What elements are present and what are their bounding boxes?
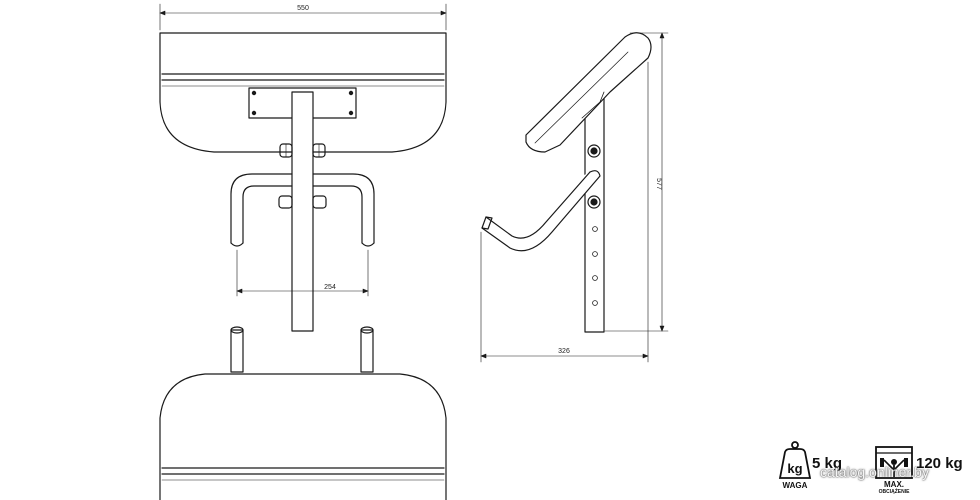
handle-top-view [230, 173, 375, 247]
depth-label: 326 [558, 348, 570, 355]
overall-width-label: 550 [297, 5, 309, 12]
weight-caption: WAGA [782, 481, 808, 490]
side-post [584, 92, 605, 333]
pivot-upper [587, 144, 601, 158]
max-load-icon [875, 446, 913, 479]
watermark: catalog.onliner.by [820, 464, 929, 480]
weight-icon: kg [778, 441, 812, 479]
load-caption-top: MAX. [884, 480, 904, 489]
depth-dimension [480, 61, 649, 363]
upper-pegs [279, 143, 326, 158]
weight-icon-label: kg [787, 461, 802, 476]
load-caption-bottom: OBCIĄŻENIE [878, 489, 910, 495]
handle-spacing-dimension [236, 249, 369, 297]
weight-value: 5 kg [812, 455, 843, 472]
support-bar [291, 91, 314, 332]
side-view [480, 32, 669, 363]
lower-pegs [278, 195, 327, 209]
overall-width-dimension [159, 3, 447, 31]
arm-pad-front [159, 373, 447, 500]
arm-pad-top [159, 32, 447, 153]
height-dimension [604, 32, 669, 332]
load-value: 120 kg [916, 455, 963, 472]
angled-pad [525, 32, 652, 153]
pivot-lower [587, 195, 601, 209]
height-label: 577 [655, 178, 662, 190]
handle-side-view [481, 170, 601, 252]
top-view [159, 3, 447, 332]
handle-spacing-label: 254 [324, 284, 336, 291]
adjustment-holes [592, 226, 598, 306]
front-view [159, 326, 447, 500]
front-posts [230, 326, 374, 373]
